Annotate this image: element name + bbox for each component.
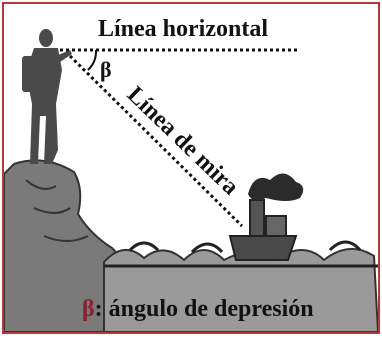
- diagram-frame: Línea horizontal β Línea de mira β: ángu…: [2, 2, 380, 334]
- caption-text: : ángulo de depresión: [95, 296, 314, 322]
- sea-waves: [103, 248, 378, 332]
- horizontal-line-label: Línea horizontal: [98, 16, 268, 42]
- angle-beta-label: β: [100, 57, 112, 82]
- angle-arc: [87, 49, 98, 71]
- line-of-sight: [68, 54, 244, 228]
- ship-silhouette: [228, 173, 304, 261]
- caption: β: ángulo de depresión: [82, 296, 314, 322]
- cliff-rock-detail: [25, 179, 89, 242]
- wave-crests: [128, 240, 362, 254]
- observer-silhouette: [22, 29, 72, 164]
- diagram-canvas: Línea horizontal β Línea de mira β: ángu…: [4, 16, 378, 332]
- caption-beta-symbol: β: [82, 296, 95, 322]
- line-of-sight-label: Línea de mira: [122, 82, 244, 201]
